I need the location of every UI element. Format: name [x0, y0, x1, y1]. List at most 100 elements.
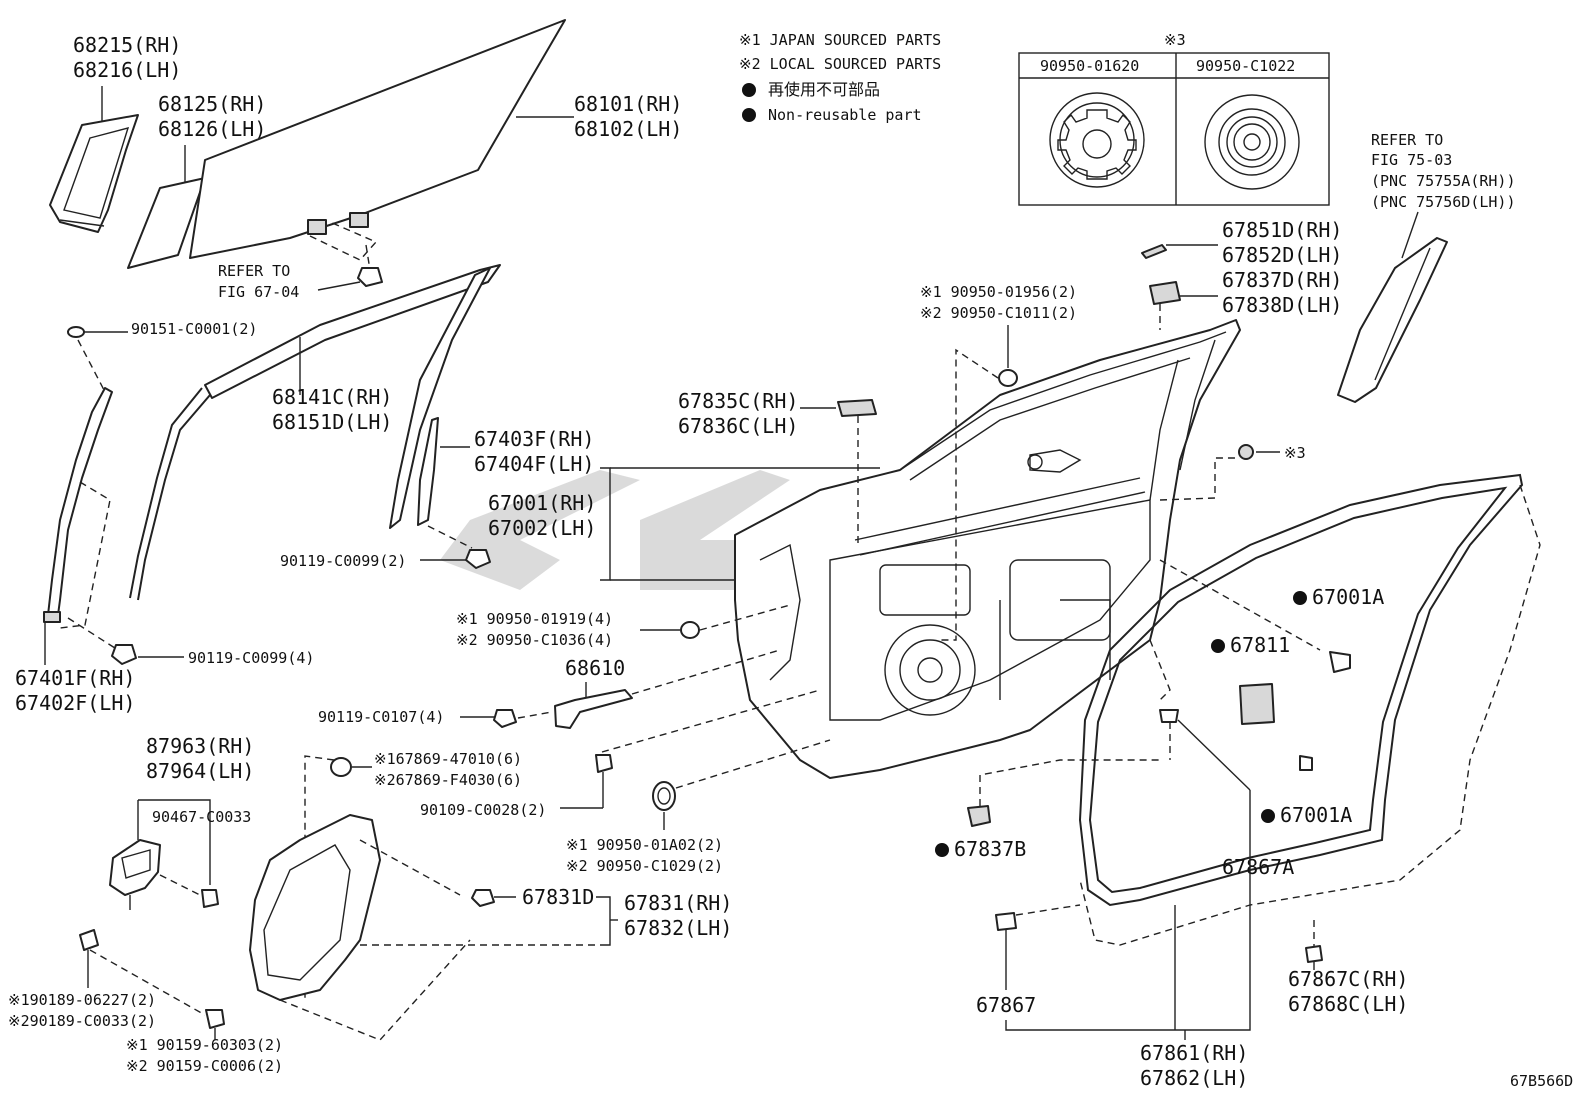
label-90950-c1029: ※2 90950-C1029(2)	[566, 857, 723, 875]
legend-note-local: ※2 LOCAL SOURCED PARTS	[739, 55, 941, 73]
rear-glass-run: 67403F(RH) 67404F(LH) 90119-C0099(2)	[280, 417, 594, 570]
bolt-icon	[595, 754, 613, 773]
label-90151: 90151-C0001(2)	[131, 320, 257, 338]
label-68125: 68125(RH)	[158, 92, 266, 116]
door-glass	[189, 19, 566, 259]
weatherstrip-group: 67001A 67811 67001A 67867A 67837B 67867 …	[935, 473, 1541, 1090]
door-check-arm	[554, 689, 633, 729]
inset-col2-label: 90950-C1022	[1196, 57, 1295, 75]
label-67837b: 67837B	[954, 837, 1026, 861]
label-67869-f4030: ※267869-F4030(6)	[374, 771, 522, 789]
label-67403f: 67403F(RH)	[474, 427, 594, 451]
nonreusable-bullet-icon	[742, 108, 756, 122]
label-67002: 67002(LH)	[488, 516, 596, 540]
clip-icon	[79, 929, 99, 951]
label-67836c: 67836C(LH)	[678, 414, 798, 438]
label-68141c: 68141C(RH)	[272, 385, 392, 409]
refer-text-line: REFER TO	[1371, 131, 1443, 149]
division-bar	[47, 387, 113, 616]
grommet-90950-c1022-icon	[1204, 94, 1300, 190]
label-67851d: 67851D(RH)	[1222, 218, 1342, 242]
label-87963: 87963(RH)	[146, 734, 254, 758]
label-68102: 68102(LH)	[574, 117, 682, 141]
label-90950-c1036: ※2 90950-C1036(4)	[456, 631, 613, 649]
pad-icon	[1329, 651, 1351, 673]
legend: ※1 JAPAN SOURCED PARTS ※2 LOCAL SOURCED …	[739, 31, 941, 124]
label-67838d: 67838D(LH)	[1222, 293, 1342, 317]
label-90950-c1011: ※2 90950-C1011(2)	[920, 304, 1077, 322]
label-67831d: 67831D	[522, 885, 594, 909]
bolt-icon	[465, 549, 491, 569]
label-67001a-2: 67001A	[1280, 803, 1352, 827]
door-panel-group: 67001(RH) 67002(LH)	[488, 319, 1241, 779]
inset-title: ※3	[1164, 31, 1186, 49]
clip-icon	[1305, 945, 1323, 963]
quarter-window-group: 68215(RH) 68216(LH) 68125(RH) 68126(LH)	[49, 33, 266, 269]
label-90950-01919: ※1 90950-01919(4)	[456, 610, 613, 628]
label-90159-c0006: ※2 90159-C0006(2)	[126, 1057, 283, 1075]
label-87964: 87964(LH)	[146, 759, 254, 783]
label-67861: 67861(RH)	[1140, 1041, 1248, 1065]
clip-icon	[967, 805, 991, 827]
door-check-group: 68610 90119-C0107(4) 90109-C0028(2) ※1 9…	[318, 649, 831, 875]
label-67404f: 67404F(LH)	[474, 452, 594, 476]
clip-icon	[330, 757, 352, 777]
label-90159-60303: ※1 90159-60303(2)	[126, 1036, 283, 1054]
refer-text-line: (PNC 75755A(RH))	[1371, 172, 1516, 190]
label-ref3: ※3	[1284, 444, 1306, 462]
label-67001a-1: 67001A	[1312, 585, 1384, 609]
label-90950-01956: ※1 90950-01956(2)	[920, 283, 1077, 301]
legend-nonreusable-jp: 再使用不可部品	[768, 80, 880, 99]
refer-text-line: FIG 75-03	[1371, 151, 1452, 169]
service-hole-cover	[249, 814, 381, 1001]
screw-icon	[67, 326, 85, 338]
grommet-icon	[1238, 444, 1254, 460]
glass-bolt-icon	[357, 267, 383, 287]
label-68126: 68126(LH)	[158, 117, 266, 141]
division-bar-group: 90151-C0001(2) 90119-C0099(4) 67401F(RH)…	[15, 320, 314, 715]
figure-code: 67B566D	[1510, 1072, 1573, 1090]
grommet-90950-01620-icon	[1049, 92, 1145, 188]
nonreusable-bullet-icon	[1211, 639, 1225, 653]
label-67835c: 67835C(RH)	[678, 389, 798, 413]
label-67837d: 67837D(RH)	[1222, 268, 1342, 292]
label-68216: 68216(LH)	[73, 58, 181, 82]
label-90467: 90467-C0033	[152, 808, 251, 826]
refer-fig-75-03: REFER TO FIG 75-03 (PNC 75755A(RH)) (PNC…	[1337, 131, 1516, 403]
label-68151d: 68151D(LH)	[272, 410, 392, 434]
label-67832: 67832(LH)	[624, 916, 732, 940]
pillar-garnish	[1337, 237, 1448, 403]
label-67811: 67811	[1230, 633, 1290, 657]
lock-assembly	[109, 839, 161, 896]
nonreusable-bullet-icon	[935, 843, 949, 857]
plug-icon	[998, 369, 1018, 387]
refer-text-line: (PNC 75756D(LH))	[1371, 193, 1516, 211]
label-68101: 68101(RH)	[574, 92, 682, 116]
door-panel-callouts: 67835C(RH) 67836C(LH) ※1 90950-01956(2) …	[456, 218, 1342, 649]
nonreusable-bullet-icon	[1261, 809, 1275, 823]
run-channels: 68141C(RH) 68151D(LH)	[129, 264, 501, 601]
label-90119-c0107: 90119-C0107(4)	[318, 708, 444, 726]
hole-plug-icon	[652, 781, 676, 811]
door-glass-group: 68101(RH) 68102(LH) REFER TO FIG 67-04	[189, 19, 682, 301]
screw-icon	[205, 1009, 225, 1029]
label-90189-c0033: ※290189-C0033(2)	[8, 1012, 156, 1030]
door-inner-panel	[734, 319, 1241, 779]
label-67868c: 67868C(LH)	[1288, 992, 1408, 1016]
seal-pad-icon	[1239, 683, 1275, 725]
service-cover-group: ※167869-47010(6) ※267869-F4030(6) 67831D…	[249, 750, 732, 1041]
label-90119-c0099-4: 90119-C0099(4)	[188, 649, 314, 667]
bolt-icon	[111, 644, 137, 665]
nonreusable-bullet-icon	[1293, 591, 1307, 605]
clip-icon	[995, 912, 1017, 931]
label-67867c: 67867C(RH)	[1288, 967, 1408, 991]
label-90119-c0099-2: 90119-C0099(2)	[280, 552, 406, 570]
inset-grommet-table: ※3 90950-01620 90950-C1022	[1018, 31, 1330, 206]
quarter-window-frame	[49, 114, 139, 233]
label-67862: 67862(LH)	[1140, 1066, 1248, 1090]
clip-icon	[1159, 709, 1179, 723]
quarter-glass	[127, 177, 206, 269]
legend-nonreusable-en: Non-reusable part	[768, 106, 922, 124]
bolt-icon	[201, 889, 219, 908]
